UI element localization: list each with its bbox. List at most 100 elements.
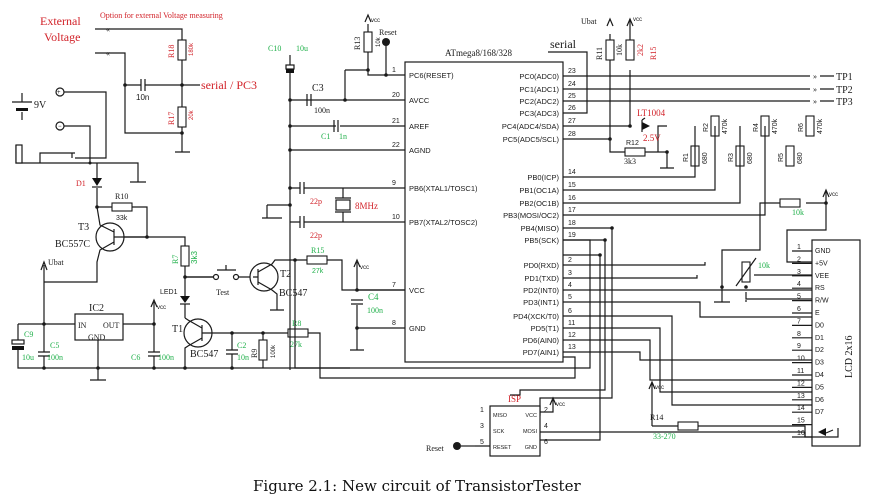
mcu-pin-number: 22 xyxy=(392,142,400,149)
ic2-out-label: OUT xyxy=(103,321,120,330)
resistor-r14 xyxy=(677,421,699,431)
mcu-pin-label: AVCC xyxy=(409,96,430,105)
mcu-pin-label: PC1(ADC1) xyxy=(519,85,559,94)
external-voltage-label-2: Voltage xyxy=(44,30,80,44)
mcu-right-pins: PC0(ADC0)23PC1(ADC1)24PC2(ADC2)25PC3(ADC… xyxy=(502,68,576,357)
r11-value: 10k xyxy=(615,44,624,56)
r2-value: 470k xyxy=(722,118,729,134)
mcu-pin-label: AREF xyxy=(409,122,429,131)
external-voltage-label-1: External xyxy=(40,14,81,28)
mcu-pin-label: PC4(ADC4/SDA) xyxy=(502,122,560,131)
cap-10n-symbol xyxy=(125,79,190,153)
c1-name: C1 xyxy=(321,132,330,141)
r11-name: R11 xyxy=(595,47,604,60)
dc-jack-wires xyxy=(15,91,146,183)
r17-value: 20k xyxy=(189,109,195,120)
connector-icon: « xyxy=(106,25,110,34)
resistor-r6 xyxy=(805,115,815,137)
lcd-pin-number: 15 xyxy=(797,418,805,425)
c4-value: 100n xyxy=(367,306,383,315)
r15-value: 27k xyxy=(312,268,324,275)
r14-value: 33-270 xyxy=(653,432,676,441)
mcu-pin-label: PB5(SCK) xyxy=(524,236,559,245)
lcd-pin-label: R/W xyxy=(815,298,829,305)
c9-name: C9 xyxy=(24,330,33,339)
tp-arrow-icon: » xyxy=(813,72,817,81)
mcu-pin-number: 21 xyxy=(392,118,400,125)
tp-arrow-icon: » xyxy=(813,97,817,106)
vcc-label: vcc xyxy=(157,305,166,311)
lcd-pin-label: VEE xyxy=(815,273,829,280)
lcd-pin-number: 7 xyxy=(797,318,801,325)
r13-name: R13 xyxy=(353,37,362,50)
c6-value: 100n xyxy=(158,353,174,362)
tp2-label[interactable]: TP2 xyxy=(836,85,853,96)
mcu-pin-number: 18 xyxy=(568,220,576,227)
resistor-r11 xyxy=(605,39,615,61)
lcd-r-value: 10k xyxy=(792,208,804,217)
c9-value: 10u xyxy=(22,353,34,362)
isp-pin-label: MOSI xyxy=(523,429,538,435)
mcu-pin-label: PC3(ADC3) xyxy=(519,109,559,118)
mcu-pin-label: PC2(ADC2) xyxy=(519,97,559,106)
lcd-pin-number: 4 xyxy=(797,281,801,288)
mcu-pin-number: 8 xyxy=(392,320,396,327)
c4-name: C4 xyxy=(368,292,379,302)
tp3-label[interactable]: TP3 xyxy=(836,97,853,108)
vcc-label: vcc xyxy=(556,402,565,408)
ext-wire-top xyxy=(95,28,200,145)
lcd-pin-number: 11 xyxy=(797,368,804,375)
c5-value: 100n xyxy=(47,353,63,362)
mcu-pin-label: VCC xyxy=(409,286,425,295)
mcu-pin-label: PC0(ADC0) xyxy=(519,72,559,81)
c10-name: C10 xyxy=(268,44,281,53)
lcd-pin-number: 2 xyxy=(797,256,801,263)
r3-value: 680 xyxy=(747,152,754,164)
r9-value: 100k xyxy=(271,344,277,358)
vcc-arrow-icon xyxy=(364,13,372,23)
lcd-pin-label: D7 xyxy=(815,409,824,416)
r1-value: 680 xyxy=(702,152,709,164)
mcu-pin-number: 27 xyxy=(568,118,576,125)
lcd-pin-number: 10 xyxy=(797,356,805,363)
transistor-t2-icon xyxy=(249,262,279,292)
mcu-pin-number: 9 xyxy=(392,180,396,187)
r3-name: R3 xyxy=(728,153,735,162)
svg-text:−: − xyxy=(58,124,62,130)
isp-header xyxy=(489,405,541,457)
r18-name: R18 xyxy=(167,45,176,58)
isp-pin-number: 2 xyxy=(544,407,548,414)
resistor-r7 xyxy=(180,245,190,267)
resistor-r17 xyxy=(177,106,187,128)
mcu-pin-label: PD2(INT0) xyxy=(523,286,559,295)
t2-name: T2 xyxy=(280,269,291,280)
mcu-pin-number: 2 xyxy=(568,257,572,264)
r13-value: 10k xyxy=(376,36,382,47)
c2-value: 10n xyxy=(237,353,249,362)
r2-name: R2 xyxy=(703,123,710,132)
r15top-value: 2k2 xyxy=(636,44,645,56)
pot-value: 10k xyxy=(758,261,770,270)
r12-name: R12 xyxy=(626,140,639,147)
resistor-10k-lcd xyxy=(779,198,801,208)
test-button[interactable] xyxy=(185,265,253,278)
zener-lt1004-icon xyxy=(642,122,650,130)
reset-pad-icon xyxy=(453,442,461,450)
diode-d1-icon xyxy=(92,178,102,186)
r10-name: R10 xyxy=(115,192,128,201)
isp-name: ISP xyxy=(508,394,521,404)
mcu-pin-number: 3 xyxy=(568,270,572,277)
lcd-pins: 1GND2+5V3VEE4RS5R/W6E7D08D19D210D311D412… xyxy=(792,244,831,438)
mcu-pin-label: GND xyxy=(409,324,426,333)
lcd-pin-label: D3 xyxy=(815,360,824,367)
tp1-label[interactable]: TP1 xyxy=(836,72,853,83)
mcu-pin-label: PD5(T1) xyxy=(531,324,560,333)
isp-pin-label: MISO xyxy=(493,413,508,419)
d1-label: D1 xyxy=(76,179,86,188)
r5-name: R5 xyxy=(778,153,785,162)
test-pin-network: serial Ubat vcc R11 10k 2k2 R15 R12 3k3 … xyxy=(548,17,853,169)
mcu-pin-label: PC5(ADC5/SCL) xyxy=(503,135,560,144)
r6-name: R6 xyxy=(798,123,805,132)
mcu-pin-label: PB4(MISO) xyxy=(521,224,560,233)
